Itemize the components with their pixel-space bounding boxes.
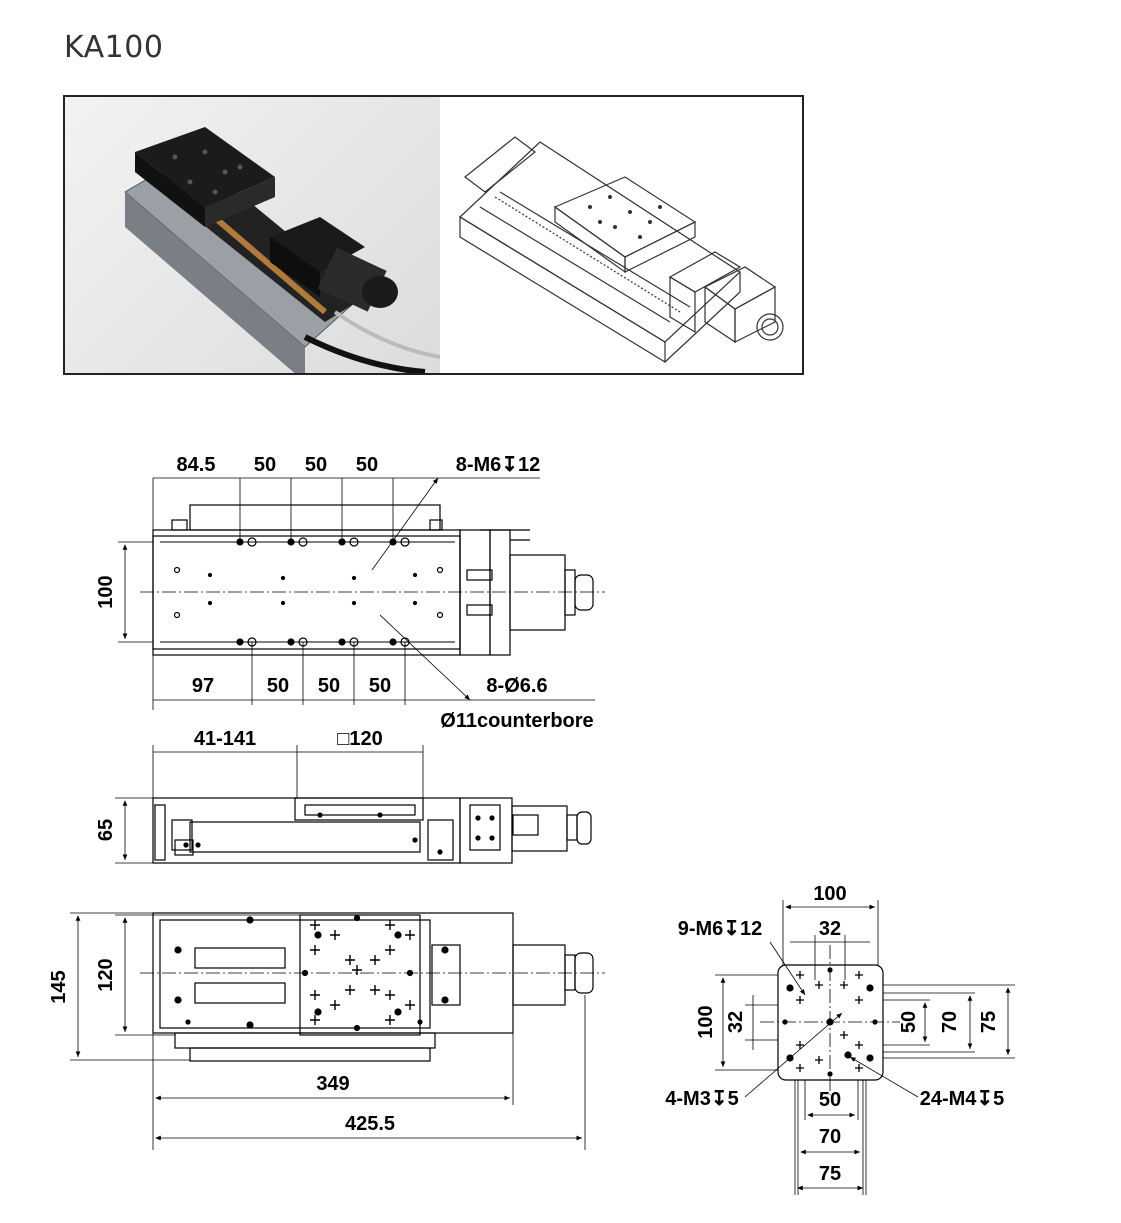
top-dim-50-b: 50: [305, 454, 327, 476]
top-dim-84-5: 84.5: [177, 454, 216, 476]
product-photo: [65, 97, 441, 373]
travel-dim: 41-141: [194, 728, 256, 750]
bottom-dim-50-b: 50: [318, 675, 340, 697]
detail-right-dim-50: 50: [898, 1011, 920, 1033]
bottom-dim-97: 97: [192, 675, 214, 697]
total-length-dim-425-5: 425.5: [345, 1113, 395, 1135]
detail-bottom-dim-50: 50: [819, 1089, 841, 1111]
product-line-drawing: [440, 97, 802, 373]
detail-bottom-dim-75: 75: [819, 1163, 841, 1185]
side-height-dim-65: 65: [95, 819, 117, 841]
detail-callout-m4: 24-M4↧5: [920, 1088, 1005, 1110]
detail-right-dim-70: 70: [939, 1011, 961, 1033]
detail-inner-dim-32: 32: [819, 918, 841, 940]
counterbore-callout-1: 8-Ø6.6: [486, 675, 547, 697]
detail-right-dim-75: 75: [978, 1011, 1000, 1033]
inner-height-dim-120: 120: [95, 958, 117, 991]
bottom-dim-50-a: 50: [267, 675, 289, 697]
top-view: [118, 477, 605, 710]
bottom-view: [70, 912, 605, 1150]
detail-left-dim-32: 32: [725, 1011, 747, 1033]
bottom-dim-50-c: 50: [369, 675, 391, 697]
side-view: [115, 745, 592, 864]
counterbore-callout-2: Ø11counterbore: [440, 710, 593, 732]
table-dim: □120: [337, 728, 382, 750]
top-dim-50-a: 50: [254, 454, 276, 476]
detail-width-dim-100: 100: [813, 883, 846, 905]
product-photo-panel: [63, 95, 804, 375]
detail-left-dim-100: 100: [695, 1005, 717, 1038]
outer-height-dim-145: 145: [48, 970, 70, 1003]
detail-callout-m3: 4-M3↧5: [665, 1088, 738, 1110]
detail-callout-m6: 9-M6↧12: [678, 918, 763, 940]
table-detail: [715, 900, 1015, 1195]
detail-bottom-dim-70: 70: [819, 1126, 841, 1148]
height-dim-100: 100: [95, 575, 117, 608]
body-length-dim-349: 349: [316, 1073, 349, 1095]
top-callout-m6: 8-M6↧12: [456, 454, 541, 476]
page-title: KA100: [64, 30, 164, 65]
top-dim-50-c: 50: [356, 454, 378, 476]
